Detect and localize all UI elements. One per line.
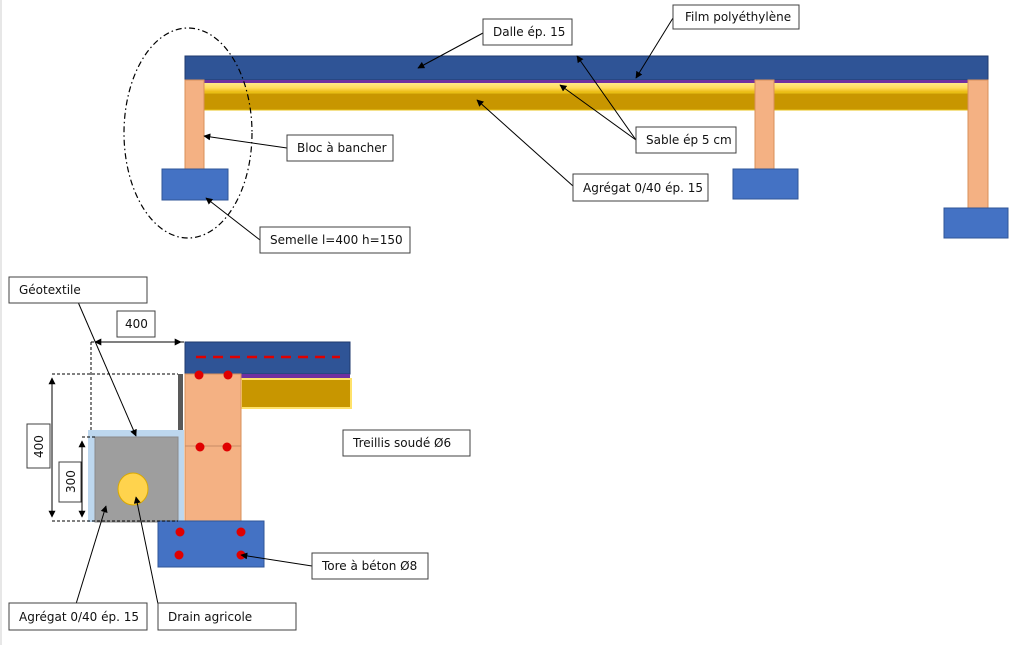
label-agregat-bottom: Agrégat 0/40 ép. 15 — [19, 610, 139, 624]
polyethylene-film — [185, 80, 968, 83]
label-sable: Sable ép 5 cm — [646, 133, 732, 147]
callout-agregat-bottom: Agrégat 0/40 ép. 15 — [8, 505, 148, 631]
callout-geotextile: Géotextile — [8, 276, 148, 437]
dim-300-v-label: 300 — [64, 470, 78, 493]
rebar-dot — [175, 527, 185, 537]
callout-drain: Drain agricole — [133, 496, 297, 631]
callout-semelle: Semelle l=400 h=150 — [205, 197, 411, 254]
block-wall-left — [184, 79, 205, 171]
label-drain: Drain agricole — [168, 610, 252, 624]
detail-ellipse — [123, 27, 253, 239]
block-wall-middle — [754, 79, 775, 171]
label-tore: Tore à béton Ø8 — [321, 559, 417, 573]
rebar-dot — [236, 527, 246, 537]
slab — [184, 55, 989, 81]
callout-treillis: Treillis soudé Ø6 — [342, 429, 471, 457]
top-cross-section — [123, 27, 1009, 239]
block-wall-right — [967, 79, 989, 210]
label-semelle: Semelle l=400 h=150 — [270, 233, 403, 247]
callout-bloc: Bloc à bancher — [203, 133, 394, 162]
detail-footing — [157, 520, 265, 568]
label-treillis: Treillis soudé Ø6 — [352, 436, 451, 450]
rebar-dot — [174, 550, 184, 560]
rebar-dot — [194, 370, 204, 380]
bottom-detail — [88, 341, 352, 568]
callout-film: Film polyéthylène — [635, 4, 800, 79]
callout-tore: Tore à béton Ø8 — [240, 552, 429, 580]
dim-400-v-label: 400 — [32, 435, 46, 458]
footing-left — [161, 168, 229, 201]
detail-aggregate — [240, 378, 352, 409]
rebar-dot — [195, 442, 205, 452]
sand-layer — [204, 83, 968, 93]
callout-sable: Sable ép 5 cm — [559, 55, 737, 154]
callout-dalle: Dalle ép. 15 — [417, 18, 573, 69]
dimensions: 400 400 300 — [26, 310, 185, 522]
detail-block-wall — [184, 373, 242, 523]
footing-middle — [732, 168, 799, 200]
callout-agregat-top: Agrégat 0/40 ép. 15 — [476, 99, 709, 202]
drain-pipe — [117, 472, 149, 506]
label-dalle: Dalle ép. 15 — [493, 25, 565, 39]
dim-400-h-label: 400 — [125, 317, 148, 331]
aggregate-layer — [203, 92, 969, 111]
label-agregat-top: Agrégat 0/40 ép. 15 — [583, 181, 703, 195]
footing-right — [943, 207, 1009, 239]
label-film: Film polyéthylène — [685, 10, 791, 24]
label-geotextile: Géotextile — [19, 283, 81, 297]
rebar-dot — [222, 442, 232, 452]
label-bloc: Bloc à bancher — [297, 141, 387, 155]
rebar-dot — [223, 370, 233, 380]
detail-film — [241, 374, 350, 379]
